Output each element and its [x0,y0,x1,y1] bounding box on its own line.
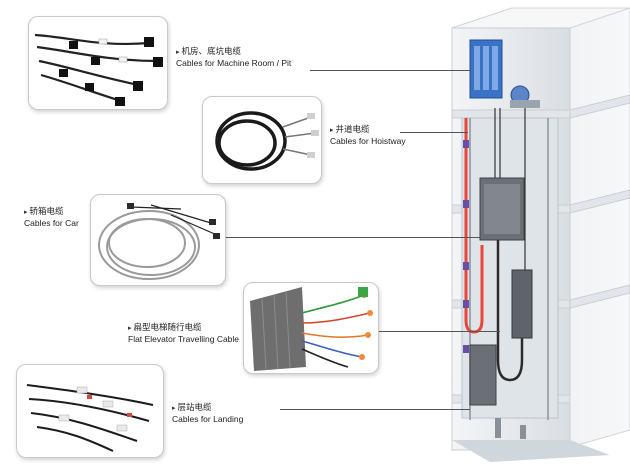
label-machine-room: 机房、底坑电缆 Cables for Machine Room / Pit [176,46,291,69]
elevator-car [479,177,525,241]
leader-hoistway [400,132,468,133]
landing-cables-photo [16,364,164,458]
landing-box [469,344,497,406]
label-travelling: 扁型电梯随行电缆 Flat Elevator Travelling Cable [128,322,239,345]
leader-travelling [370,331,500,332]
hoistway-cables-photo [202,96,322,184]
label-landing: 层站电缆 Cables for Landing [172,402,243,425]
travelling-cable-loop [496,240,524,382]
leader-landing [280,409,470,410]
leader-car [224,237,480,238]
machine-room-controller [469,39,540,108]
leader-machine-room [310,70,470,71]
car-cables-photo [90,194,226,286]
machine-room-cables-photo [28,16,168,110]
label-car: 轿箱电缆 Cables for Car [24,206,79,229]
label-hoistway: 井道电缆 Cables for Hoistway [330,124,406,147]
hoistway-cable [464,118,484,334]
travelling-cable-photo [243,282,379,374]
counterweight [511,269,533,339]
